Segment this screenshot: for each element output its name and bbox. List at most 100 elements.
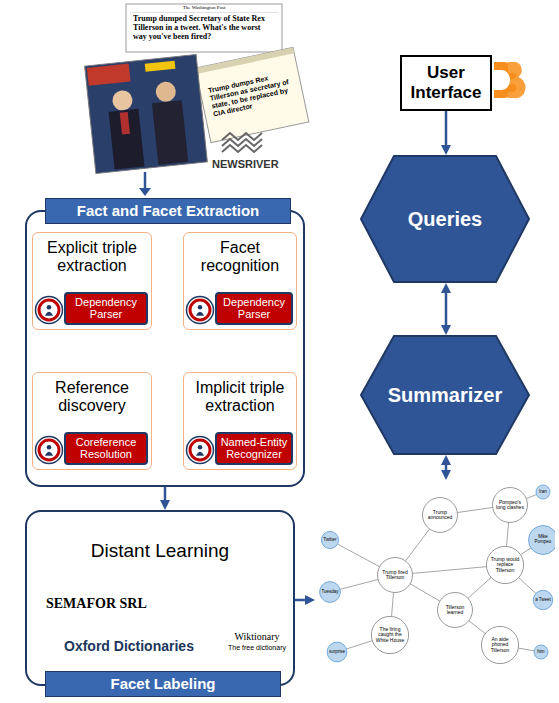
label-text: The Washington Post (130, 5, 278, 11)
graph-node-text: him (537, 650, 544, 655)
logo-wave (222, 139, 262, 146)
tool-badge: Coreference Resolution (64, 432, 148, 465)
graph-circle (321, 531, 338, 548)
node-text: Reference discovery (33, 373, 151, 416)
graph-link (507, 522, 509, 546)
logo-circle (36, 437, 63, 464)
logo-figure (47, 305, 52, 310)
article-header (195, 47, 294, 74)
graph-circle (486, 546, 523, 583)
article-rule (130, 12, 278, 13)
process-box: Coreference Resolution Reference discover… (32, 372, 152, 470)
graph-link (526, 495, 536, 499)
graph-circle (481, 626, 518, 663)
connector-arrow (164, 487, 167, 500)
tool-badge: Dependency Parser (215, 292, 293, 325)
logo-shape (508, 62, 526, 98)
hexagon-shape (361, 156, 529, 282)
logo-figure (47, 445, 52, 450)
graph-link (519, 578, 536, 594)
graph-link (405, 529, 429, 561)
label-text: Trump dumped Secretary of State Rex Till… (133, 14, 275, 42)
graph-node-text: An aide phoned Tillerson (485, 637, 515, 654)
label-text: Oxford Dictionaries (64, 638, 194, 654)
news-article (126, 4, 282, 52)
graph-node-text: Tuesday (321, 590, 338, 595)
graph-node-text: The firing caught the White House (375, 627, 405, 644)
article-sheet (126, 4, 282, 52)
graph-link (521, 548, 531, 555)
group-heading: Facet Labeling (45, 671, 281, 697)
graph-node-text: Mike Pompeo (531, 535, 555, 545)
photo-frame (85, 54, 208, 173)
logo-ring (190, 300, 210, 320)
logo-figure (196, 312, 204, 316)
graph-link (410, 584, 440, 601)
graph-node-text: Trump announced (425, 510, 455, 521)
photo-person (109, 109, 145, 170)
article-sheet (195, 47, 309, 142)
nlp-logo (36, 437, 63, 464)
tool-badge: Dependency Parser (64, 292, 148, 325)
graph-link (340, 579, 378, 589)
hexagon-step: Summarizer (360, 335, 530, 455)
logo-ring (190, 440, 210, 460)
label-text: Wiktionary (222, 631, 292, 643)
graph-node-text: Trump fired Tillerson (380, 570, 410, 581)
nlp-logo (185, 435, 215, 465)
newsriver-logo (222, 133, 262, 152)
photo-tie (120, 112, 130, 135)
logo-figure (198, 305, 203, 310)
tool-badge: Named-Entity Recognizer (215, 432, 293, 465)
nlp-logo (34, 295, 64, 325)
logo-ring (39, 440, 59, 460)
logo-circle (187, 297, 214, 324)
logo-figure (198, 445, 203, 450)
process-group: Dependency Parser Explicit triple extract… (25, 210, 305, 487)
graph-circle (493, 488, 528, 523)
label-text: NEWSRIVER (212, 158, 279, 171)
graph-node-text: Tillerson learned (440, 605, 470, 616)
graph-circle (534, 645, 548, 659)
nlp-logo (187, 297, 214, 324)
connector-arrow (445, 465, 448, 470)
d3-logo (494, 62, 526, 98)
connector-arrow (445, 293, 448, 325)
badge-text: Named-Entity Recognizer (217, 434, 291, 463)
graph-link (338, 544, 380, 567)
news-photo (85, 54, 208, 173)
nlp-logo (36, 297, 63, 324)
node-text: Implicit triple extraction (184, 373, 296, 416)
nlp-logo (187, 437, 214, 464)
graph-node-text: Twitter (323, 538, 336, 543)
photo-person (152, 100, 188, 165)
group-body-text: Distant Learning (27, 540, 293, 562)
process-box: Dependency Parser Explicit triple extract… (32, 232, 152, 330)
logo-figure (45, 312, 53, 316)
graph-link (412, 567, 486, 574)
graph-link (518, 648, 534, 651)
node-text: Explicit triple extraction (33, 233, 151, 276)
badge-text: Dependency Parser (66, 294, 146, 323)
process-box: Named-Entity Recognizer Implicit triple e… (183, 372, 297, 470)
news-article (195, 47, 309, 142)
node-text: Facet recognition (184, 233, 296, 276)
badge-text: Dependency Parser (217, 294, 291, 323)
graph-circle (423, 498, 458, 533)
graph-node-text: Pompeo's long clashes (495, 500, 525, 511)
graph-link (468, 577, 491, 598)
logo-figure (196, 452, 204, 456)
graph-circle (320, 582, 341, 603)
group-heading: Fact and Facet Extraction (45, 198, 291, 224)
node-text: Queries (408, 208, 482, 231)
graph-circle (327, 642, 347, 662)
connector-arrow (295, 599, 305, 602)
label-text: SEMAFOR SRL (46, 596, 147, 612)
graph-circle (438, 593, 473, 628)
photo-person (111, 89, 133, 111)
graph-link (346, 641, 372, 649)
graph-circle (529, 526, 555, 555)
hexagon-step: Queries (360, 155, 530, 283)
nlp-logo (34, 435, 64, 465)
